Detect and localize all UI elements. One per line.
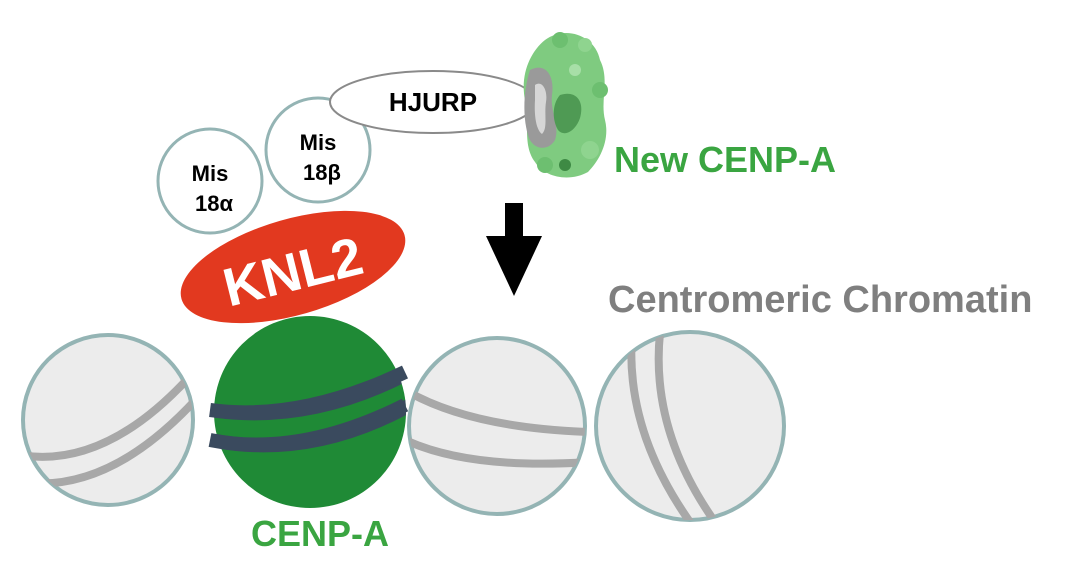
centromeric-chromatin-label: Centromeric Chromatin bbox=[608, 279, 1032, 321]
mis18b-label-line2: 18β bbox=[303, 160, 341, 185]
nucleosome-1 bbox=[21, 333, 195, 507]
mis18a-label-line1: Mis bbox=[192, 161, 229, 186]
hjurp: HJURP bbox=[329, 70, 537, 134]
mis18b-label-line1: Mis bbox=[300, 130, 337, 155]
hjurp-label: HJURP bbox=[389, 87, 477, 117]
nucleosome-3 bbox=[407, 336, 587, 516]
down-arrow-icon bbox=[486, 203, 542, 296]
mis18a-label-line2: 18α bbox=[195, 191, 233, 216]
new-cenpa-label: New CENP-A bbox=[614, 139, 836, 180]
cenpa-nucleosome bbox=[208, 316, 409, 508]
mis18-beta: Mis 18β bbox=[264, 96, 372, 204]
mis18-alpha: Mis 18α bbox=[156, 127, 264, 235]
protein-structure-icon bbox=[523, 32, 608, 178]
cenpa-label: CENP-A bbox=[251, 513, 389, 554]
nucleosome-4 bbox=[594, 330, 786, 522]
